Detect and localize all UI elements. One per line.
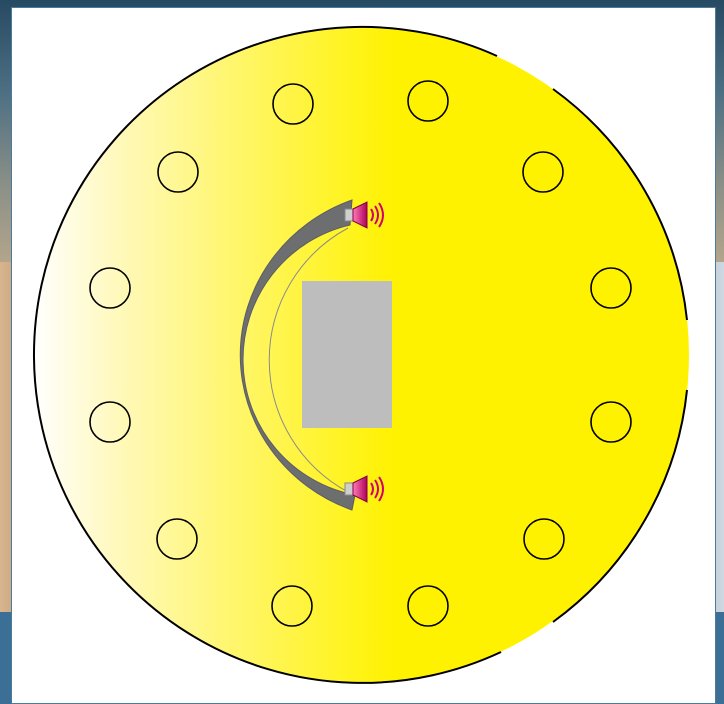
stage-block <box>302 281 392 428</box>
